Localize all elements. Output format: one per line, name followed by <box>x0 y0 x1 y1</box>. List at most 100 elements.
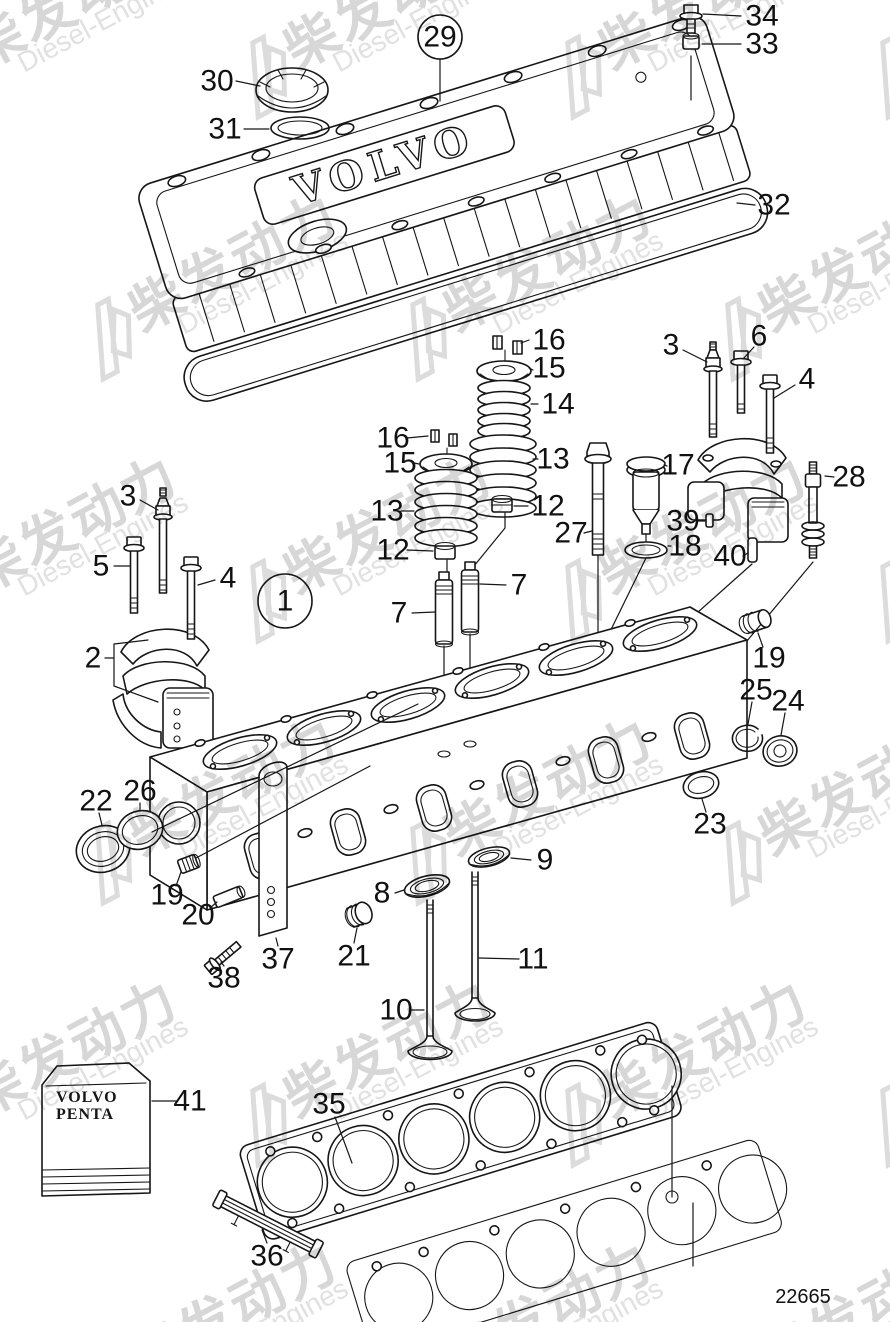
callout-leader-4 <box>197 579 216 586</box>
callout-16: 16 <box>532 324 565 357</box>
callout-leader-34 <box>702 13 742 17</box>
callout-27: 27 <box>554 517 587 550</box>
callout-11: 11 <box>517 943 548 976</box>
callout-23: 23 <box>693 808 726 841</box>
callout-3: 3 <box>663 329 680 362</box>
callout-20: 20 <box>181 899 214 932</box>
bolt-m6-right <box>730 350 752 414</box>
pin-39 <box>705 513 714 528</box>
bolt-5 <box>123 536 145 614</box>
callout-leader-4 <box>773 384 796 399</box>
callout-leader-16 <box>520 339 530 344</box>
valve-guide-left <box>434 571 454 648</box>
callout-34: 34 <box>745 0 778 33</box>
callout-8: 8 <box>374 877 391 910</box>
callout-3: 3 <box>120 480 137 513</box>
callout-12: 12 <box>376 534 409 567</box>
snap-ring-25 <box>731 724 764 753</box>
valve-spring-stack-right <box>469 335 537 567</box>
callout-leader-40 <box>742 552 749 557</box>
callout-1: 1 <box>277 585 294 618</box>
callout-leader-8 <box>394 889 405 894</box>
callout-41: 41 <box>173 1085 206 1118</box>
callout-leader-12 <box>406 549 434 552</box>
gasket-leader-lines <box>665 1085 694 1267</box>
callout-leader-3 <box>682 349 708 363</box>
callout-15: 15 <box>532 352 565 385</box>
callout-33: 33 <box>745 28 778 61</box>
cup-plug-23 <box>682 770 720 800</box>
bolt-38 <box>203 940 242 975</box>
callout-13: 13 <box>370 495 403 528</box>
valve-cover-gasket <box>183 187 769 402</box>
callout-leader-11 <box>478 957 520 960</box>
stud-right <box>703 341 723 438</box>
callout-9: 9 <box>537 844 554 877</box>
callout-19: 19 <box>752 642 785 675</box>
kit-box-brand-line1: VOLVO <box>56 1089 118 1106</box>
valve-spring-stack-left <box>414 429 478 575</box>
callout-leader-37 <box>275 937 279 947</box>
cylinder-head-bolt <box>584 442 612 644</box>
valve-seat-8 <box>403 874 451 898</box>
callout-10: 10 <box>379 994 412 1027</box>
callout-leader-17 <box>663 464 668 467</box>
callout-28: 28 <box>832 461 865 494</box>
bolt-long-right <box>759 374 781 454</box>
callout-14: 14 <box>541 388 574 421</box>
callout-leader-21 <box>353 927 358 944</box>
valve-guide-right <box>460 561 480 636</box>
callout-17: 17 <box>661 449 694 482</box>
cup-plug-24 <box>762 735 798 767</box>
stud-left <box>153 487 173 594</box>
drawing-number: 22665 <box>775 1286 831 1308</box>
callout-leader-24 <box>780 712 786 736</box>
callout-25: 25 <box>739 674 772 707</box>
callout-circle-29 <box>417 14 463 60</box>
bracket-2-leader <box>113 639 159 703</box>
callout-leader-35 <box>334 1116 353 1164</box>
callout-36: 36 <box>250 1240 283 1273</box>
callout-leader-32 <box>736 202 756 206</box>
callout-leader-3 <box>139 499 159 511</box>
bearing-cap-right <box>687 437 789 543</box>
callout-18: 18 <box>668 530 701 563</box>
callout-16: 16 <box>376 422 409 455</box>
callout-21: 21 <box>337 940 370 973</box>
callout-leader-16 <box>406 435 429 439</box>
callout-leader-23 <box>701 798 707 813</box>
callout-26: 26 <box>123 775 156 808</box>
cylinder-head <box>149 606 748 911</box>
callout-39: 39 <box>666 505 699 538</box>
valve-11 <box>454 871 496 1022</box>
lifting-bracket <box>258 761 288 937</box>
callout-13: 13 <box>536 443 569 476</box>
callout-29: 29 <box>423 21 456 54</box>
plug-19-left <box>176 853 201 874</box>
callout-leader-30 <box>235 80 261 87</box>
callout-7: 7 <box>511 569 528 602</box>
callout-15: 15 <box>383 447 416 480</box>
callout-32: 32 <box>757 189 790 222</box>
callout-leader-7 <box>479 583 507 586</box>
callout-leader-36 <box>261 1229 268 1244</box>
callout-12: 12 <box>531 490 564 523</box>
callout-4: 4 <box>799 363 816 396</box>
valve-10 <box>407 899 453 1061</box>
callout-leader-27 <box>583 530 593 534</box>
seal-26-line <box>151 703 419 833</box>
sleeve-20 <box>212 885 246 909</box>
callout-37: 37 <box>261 943 294 976</box>
callout-leader-9 <box>510 857 532 861</box>
callout-leader-38 <box>220 961 225 967</box>
callout-35: 35 <box>312 1088 345 1121</box>
callout-19: 19 <box>150 879 183 912</box>
injector-sleeve <box>601 456 668 649</box>
callout-leader-15 <box>413 462 420 465</box>
callout-2: 2 <box>85 642 102 675</box>
callout-leader-15 <box>528 367 534 371</box>
callout-5: 5 <box>93 550 110 583</box>
plug-21 <box>344 901 373 928</box>
